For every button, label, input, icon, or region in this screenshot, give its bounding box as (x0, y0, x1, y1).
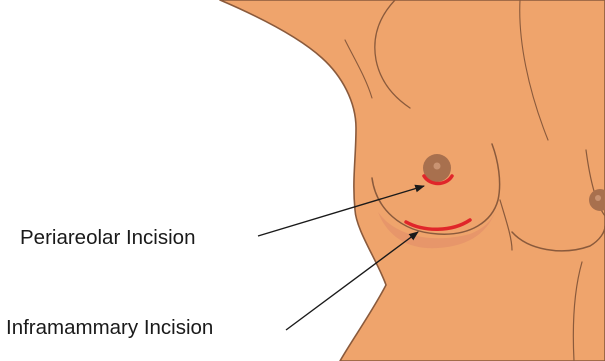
left-nipple (434, 163, 441, 170)
periareolar-incision-label: Periareolar Incision (20, 228, 195, 249)
torso-skin (220, 0, 605, 361)
right-nipple (595, 195, 601, 201)
inframammary-incision-label: Inframammary Incision (6, 318, 213, 339)
